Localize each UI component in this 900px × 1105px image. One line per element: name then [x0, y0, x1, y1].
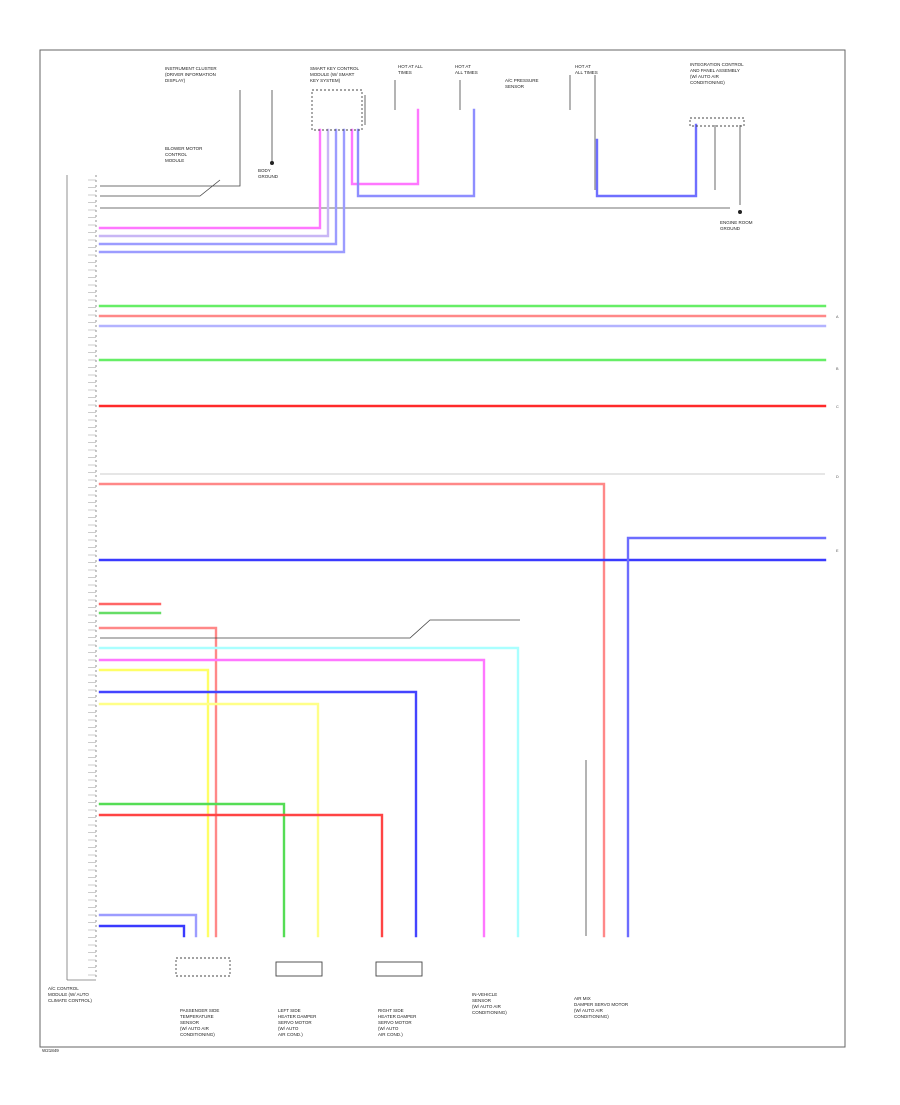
bottom-component-2-line-2: HEATER DAMPER [278, 1014, 317, 1019]
top-component-2-line-2: MODULE (W/ SMART [310, 72, 355, 77]
top-component-1-line-2: (DRIVER INFORMATION [165, 72, 216, 77]
continued-label-e: E [836, 549, 839, 553]
bottom-component-2-line-4: (W/ AUTO [278, 1026, 299, 1031]
bottom-component-1-line-4: (W/ AUTO AIR [180, 1026, 210, 1031]
top-components: INSTRUMENT CLUSTER (DRIVER INFORMATION D… [165, 62, 753, 231]
top-component-8-line-3: (W/ AUTO AIR [690, 74, 720, 79]
ground-label-2-line-1: ENGINE ROOM [720, 220, 753, 225]
top-component-2-line-3: KEY SYSTEM) [310, 78, 341, 83]
bottom-components: PASSENGER SIDE TEMPERATURE SENSOR (W/ AU… [175, 957, 629, 1037]
top-component-7-line-3: MODULE [165, 158, 184, 163]
top-component-3-line-2: TIMES [398, 70, 412, 75]
diagram-footer-code: W21849 [42, 1048, 59, 1053]
bottom-component-2-line-1: LEFT SIDE [278, 1008, 301, 1013]
top-component-4-line-2: ALL TIMES [455, 70, 478, 75]
top-component-4-line-1: HOT AT [455, 64, 471, 69]
bottom-component-4-line-2: SENSOR [472, 998, 492, 1003]
ground-label-1-line-1: BODY [258, 168, 271, 173]
top-component-3-line-1: HOT AT ALL [398, 64, 423, 69]
bottom-component-3-line-3: SERVO MOTOR [378, 1020, 412, 1025]
ecu-pin-ticks [88, 179, 96, 976]
bottom-component-1-line-5: CONDITIONING) [180, 1032, 215, 1037]
ecu-label: A/C CONTROL MODULE (W/ AUTO CLIMATE CONT… [48, 986, 92, 1003]
bottom-component-3-line-4: (W/ AUTO [378, 1026, 399, 1031]
lower-wires [98, 602, 587, 938]
bottom-component-5-line-2: DAMPER SERVO MOTOR [574, 1002, 629, 1007]
ecu-label-line-2: MODULE (W/ AUTO [48, 992, 89, 997]
continued-label-c: C [836, 405, 839, 409]
top-black-wires [100, 75, 742, 214]
bottom-component-1-line-3: SENSOR [180, 1020, 200, 1025]
top-component-7-line-2: CONTROL [165, 152, 187, 157]
top-component-2-line-1: SMART KEY CONTROL [310, 66, 360, 71]
bottom-component-3-line-5: AIR COND.) [378, 1032, 403, 1037]
top-component-6-line-1: HOT AT [575, 64, 591, 69]
top-component-7-line-1: BLOWER MOTOR [165, 146, 203, 151]
top-component-6-line-2: ALL TIMES [575, 70, 598, 75]
top-component-5-line-1: A/C PRESSURE [505, 78, 539, 83]
top-component-8-line-4: CONDITIONING) [690, 80, 725, 85]
ecu-label-line-1: A/C CONTROL [48, 986, 79, 991]
bottom-component-4-line-3: (W/ AUTO AIR [472, 1004, 502, 1009]
bottom-component-2-line-3: SERVO MOTOR [278, 1020, 312, 1025]
bottom-component-3-line-2: HEATER DAMPER [378, 1014, 417, 1019]
diagram-frame [39, 49, 846, 1048]
top-colored-wires [98, 108, 698, 254]
mid-horizontal-wires [98, 304, 827, 938]
continued-label-d: D [836, 475, 839, 479]
bottom-component-5-line-1: AIR MIX [574, 996, 591, 1001]
bottom-component-1-line-1: PASSENGER SIDE [180, 1008, 219, 1013]
top-component-1-line-1: INSTRUMENT CLUSTER [165, 66, 217, 71]
top-component-8-line-2: AND PANEL ASSEMBLY [690, 68, 740, 73]
continuation-marks: A B C D E [836, 315, 839, 553]
bottom-component-3-line-1: RIGHT SIDE [378, 1008, 404, 1013]
bottom-component-2-line-5: AIR COND.) [278, 1032, 303, 1037]
bottom-component-1-line-2: TEMPERATURE [180, 1014, 214, 1019]
bottom-component-5-line-4: CONDITIONING) [574, 1014, 609, 1019]
ground-label-1-line-2: GROUND [258, 174, 279, 179]
continued-label-a: A [836, 315, 839, 319]
continued-label-b: B [836, 367, 839, 371]
bottom-component-5-line-3: (W/ AUTO AIR [574, 1008, 604, 1013]
ecu-connector-strip [66, 175, 97, 981]
top-component-1-line-3: DISPLAY) [165, 78, 186, 83]
ecu-label-line-3: CLIMATE CONTROL) [48, 998, 92, 1003]
bottom-component-4-line-4: CONDITIONING) [472, 1010, 507, 1015]
ground-label-2-line-2: GROUND [720, 226, 741, 231]
bottom-component-4-line-1: IN-VEHICLE [472, 992, 497, 997]
top-component-8-line-1: INTEGRATION CONTROL [690, 62, 744, 67]
top-component-5-line-2: SENSOR [505, 84, 525, 89]
